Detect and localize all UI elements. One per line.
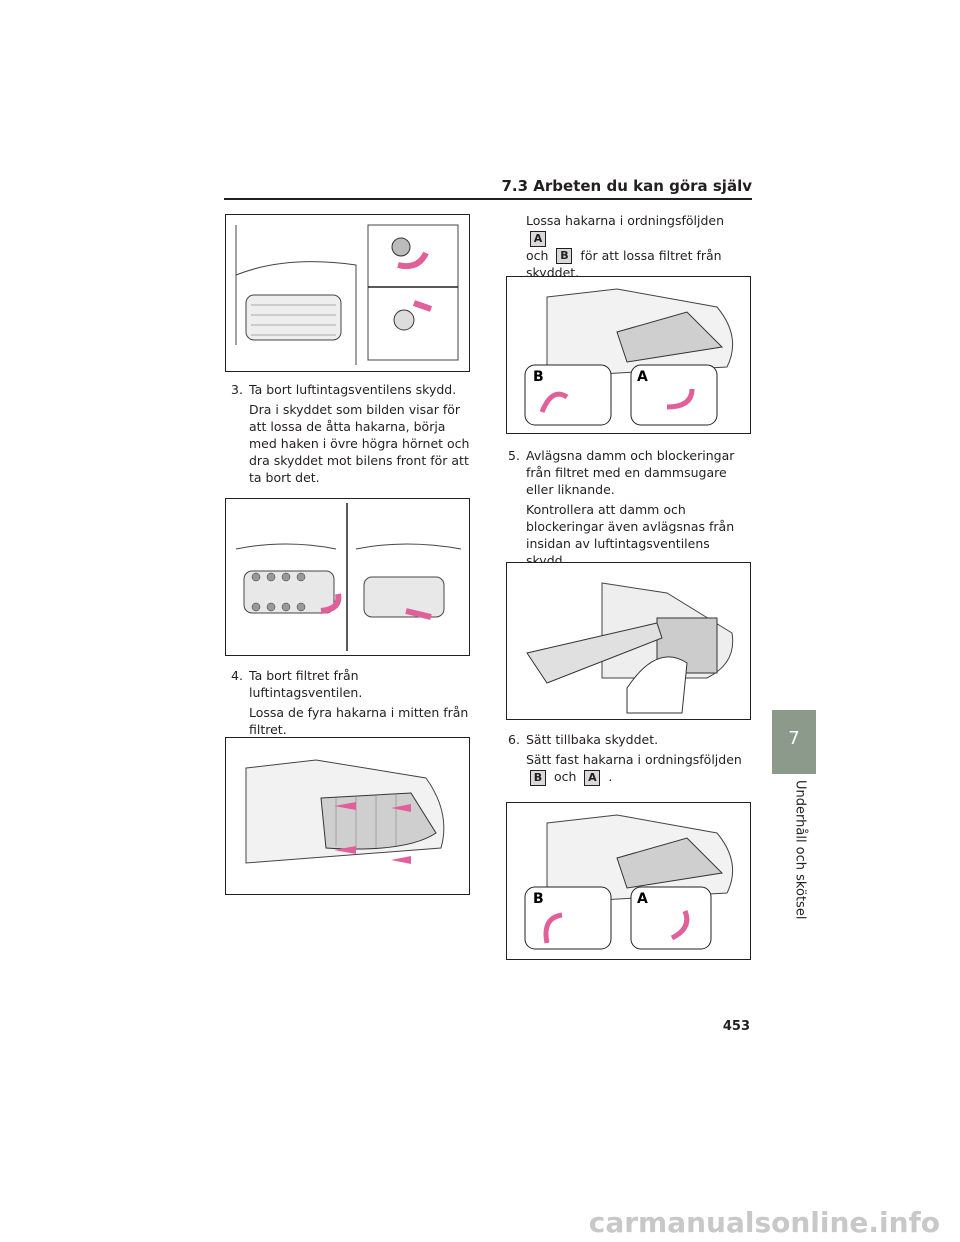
step-number: 3.: [231, 382, 243, 397]
step-title: Ta bort filtret från luftintagsventilen.: [249, 668, 363, 700]
step-4: 4. Ta bort filtret från luftintagsventil…: [231, 667, 471, 738]
header-rule: [224, 198, 752, 200]
step-title: Sätt tillbaka skyddet.: [526, 732, 659, 747]
label-box-a: A: [530, 230, 546, 247]
figure-reinstall-cover: B A: [506, 802, 751, 960]
step-text: Lossa hakarna i ordningsföljden: [526, 213, 725, 228]
figure-label-b: B: [533, 369, 544, 385]
figure-filter-clips: [225, 737, 470, 895]
chapter-label: Underhåll och skötsel: [792, 780, 808, 920]
step-detail: Sätt fast hakarna i ordningsföljden: [526, 752, 742, 767]
step-detail: Kontrollera att damm och blockeringar äv…: [526, 502, 735, 568]
step-detail: Lossa de fyra hakarna i mitten från filt…: [249, 705, 469, 737]
figure-cover-removal: [225, 498, 470, 656]
step-6: 6. Sätt tillbaka skyddet. Sätt fast haka…: [508, 731, 748, 786]
step-4-continued: Lossa hakarna i ordningsföljden A och B …: [508, 212, 748, 281]
page-number: 453: [722, 1019, 750, 1034]
step-title: Ta bort luftintagsventilens skydd.: [249, 382, 457, 397]
figure-vacuum-cleaning: [506, 562, 751, 720]
step-text: och: [526, 247, 549, 263]
label-box-a: A: [584, 769, 601, 786]
step-text: och: [553, 769, 577, 784]
step-number: 4.: [231, 668, 243, 683]
step-number: 6.: [508, 732, 520, 747]
chapter-label-wrapper: Underhåll och skötsel: [778, 780, 808, 920]
chapter-number: 7: [788, 728, 800, 749]
step-5: 5. Avlägsna damm och blockeringar från f…: [508, 447, 753, 569]
step-3: 3. Ta bort luftintagsventilens skydd. Dr…: [231, 381, 471, 486]
step-text: .: [608, 769, 613, 784]
figure-label-a: A: [637, 369, 648, 385]
chapter-tab[interactable]: 7: [772, 710, 816, 774]
label-box-b: B: [530, 769, 546, 786]
figure-filter-release: B A: [506, 276, 751, 434]
figure-label-a: A: [637, 891, 648, 907]
step-detail: Dra i skyddet som bilden visar för att l…: [249, 402, 470, 485]
label-box-b: B: [556, 248, 573, 264]
step-number: 5.: [508, 448, 520, 463]
section-title: 7.3 Arbeten du kan göra själv: [501, 177, 753, 195]
figure-screw-removal: [225, 214, 470, 372]
step-title: Avlägsna damm och blockeringar från filt…: [526, 448, 735, 497]
watermark: carmanualsonline.info: [588, 1206, 940, 1239]
figure-label-b: B: [533, 891, 544, 907]
